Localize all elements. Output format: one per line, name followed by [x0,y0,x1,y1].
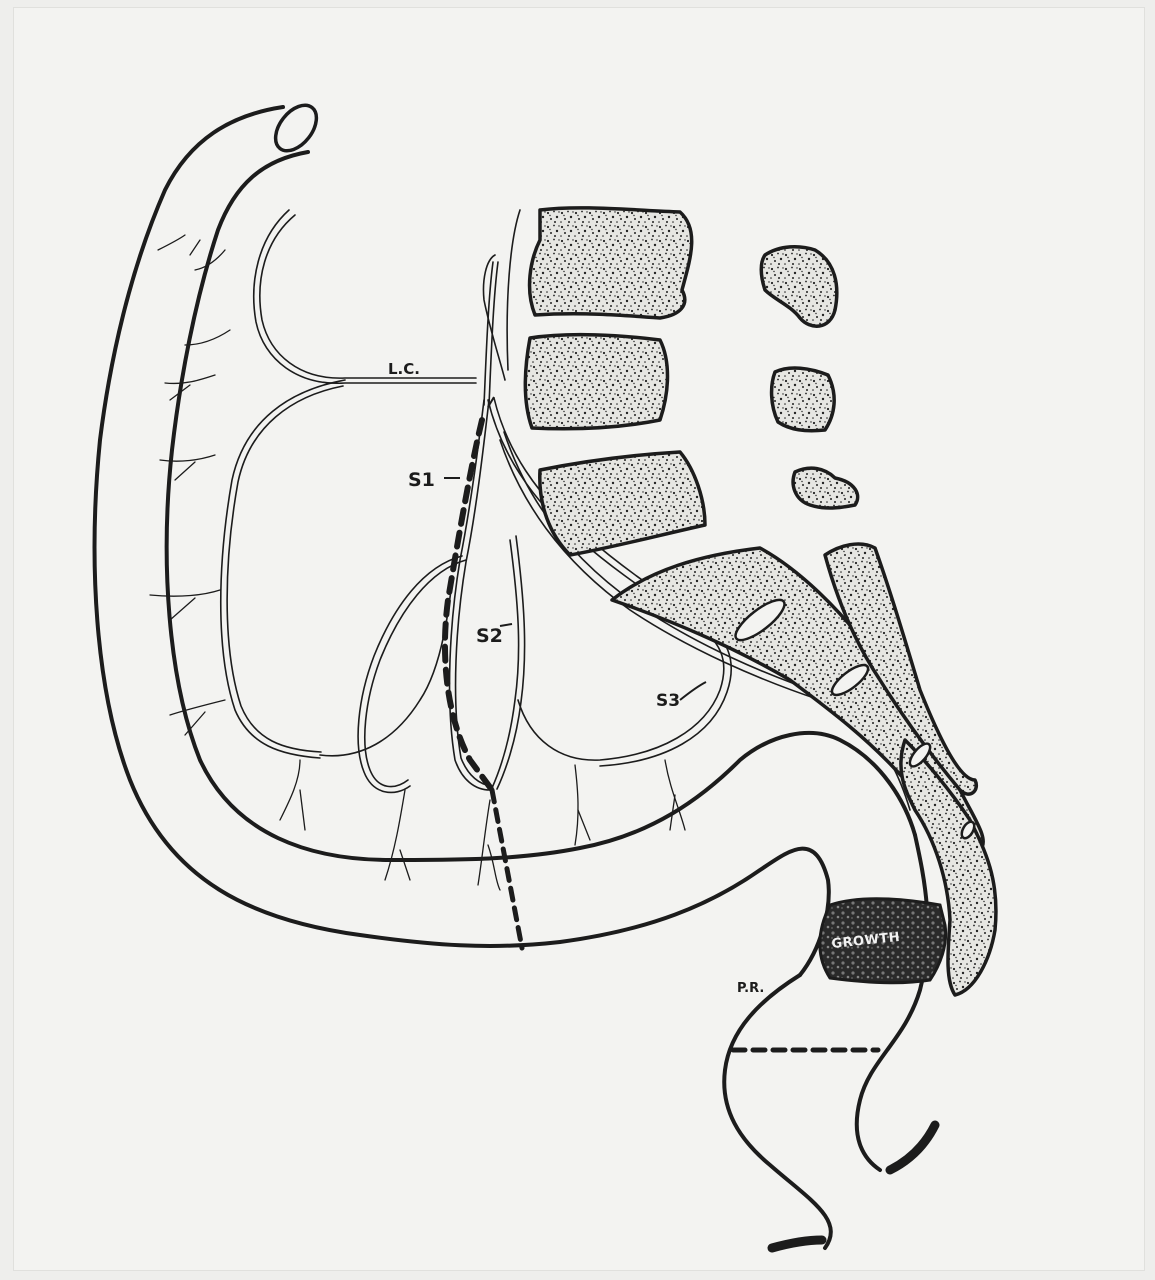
left-colic-a [260,215,476,378]
rectum-right-wall [857,835,928,1170]
anal-end-right [890,1125,935,1170]
sigmoid-s2-loop-a [492,540,519,788]
growth-mass: GROWTH [820,899,946,983]
sigmoid-s1-arc [320,580,452,756]
spinous-2 [772,368,835,431]
label-left-colic: L.C. [388,360,420,378]
spinous-3 [793,468,858,508]
anal-end-left [772,1240,822,1248]
left-colic-arcade-b [227,386,343,752]
aorta-right-trunk [507,210,520,370]
left-colic-b [254,210,476,383]
vertebra-2 [525,335,667,429]
vertebra-1 [530,208,692,318]
label-s2: S2 [476,625,503,647]
inferior-mesenteric-a [450,400,490,790]
sigmoid-s2-loop-b [497,536,525,789]
vasa-recta [150,235,685,890]
vertebra-3 [540,452,705,555]
rectum-left-wall [724,975,831,1248]
spinous-1 [761,247,837,326]
resection-line-colon [492,790,522,948]
label-s1: S1 [408,469,435,491]
vertebrae [525,208,996,995]
label-s3: S3 [656,691,680,711]
label-pr: P.R. [737,981,764,996]
colon-outer-wall [95,107,829,975]
colon-tube [95,98,915,975]
